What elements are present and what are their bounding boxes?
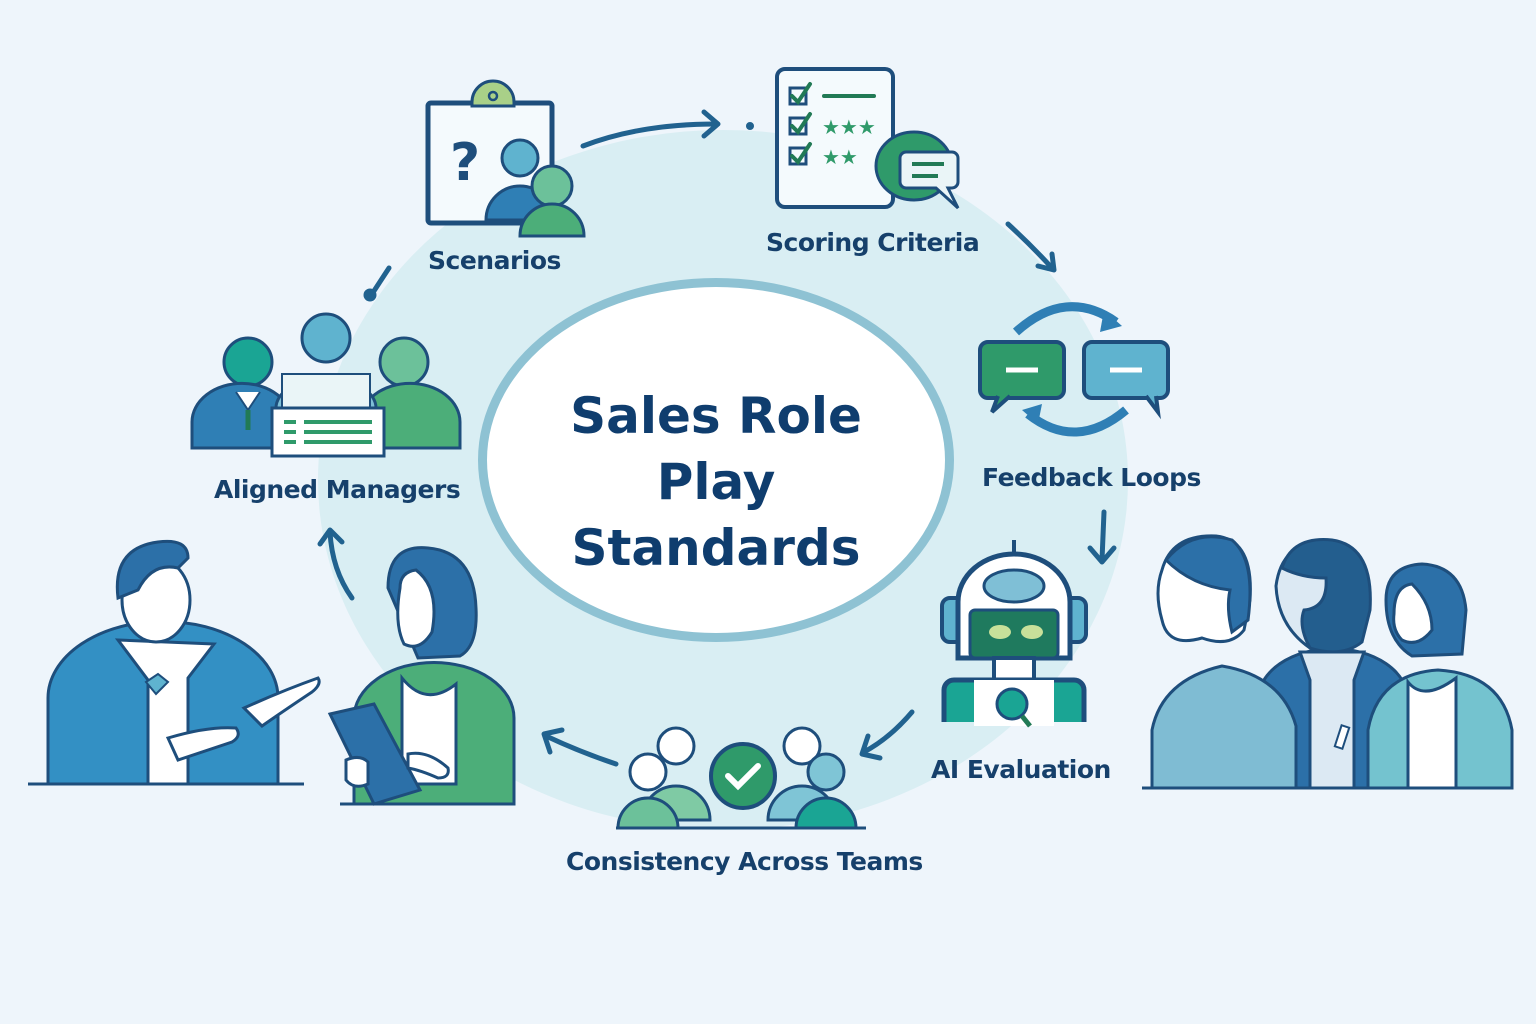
step-label-consistency-across-teams: Consistency Across Teams [566,847,923,876]
svg-text:★★★: ★★★ [822,115,876,139]
chat-bubbles-cycle-icon [978,302,1170,437]
step-label-scoring-criteria: Scoring Criteria [766,228,980,257]
step-label-aligned-managers: Aligned Managers [214,475,461,504]
team-checkmark-icon [616,726,866,830]
managers-document-icon [190,312,462,458]
center-title-line2: Play [656,453,776,511]
svg-text:★★: ★★ [822,145,858,169]
salesperson-manager-illustration [28,539,516,806]
center-title: Sales Role Play Standards [478,383,954,581]
step-label-ai-evaluation: AI Evaluation [931,755,1111,784]
clipboard-question-people-icon: ? [425,79,586,238]
center-title-line3: Standards [571,519,861,577]
step-label-scenarios: Scenarios [428,246,561,275]
svg-text:?: ? [450,133,480,193]
team-group-illustration [1142,534,1514,790]
robot-magnifier-icon [940,540,1088,728]
checklist-stars-chat-icon: ★★★ ★★ [775,67,960,210]
step-label-feedback-loops: Feedback Loops [982,463,1201,492]
center-title-line1: Sales Role [570,387,862,445]
center-circle [478,278,954,642]
